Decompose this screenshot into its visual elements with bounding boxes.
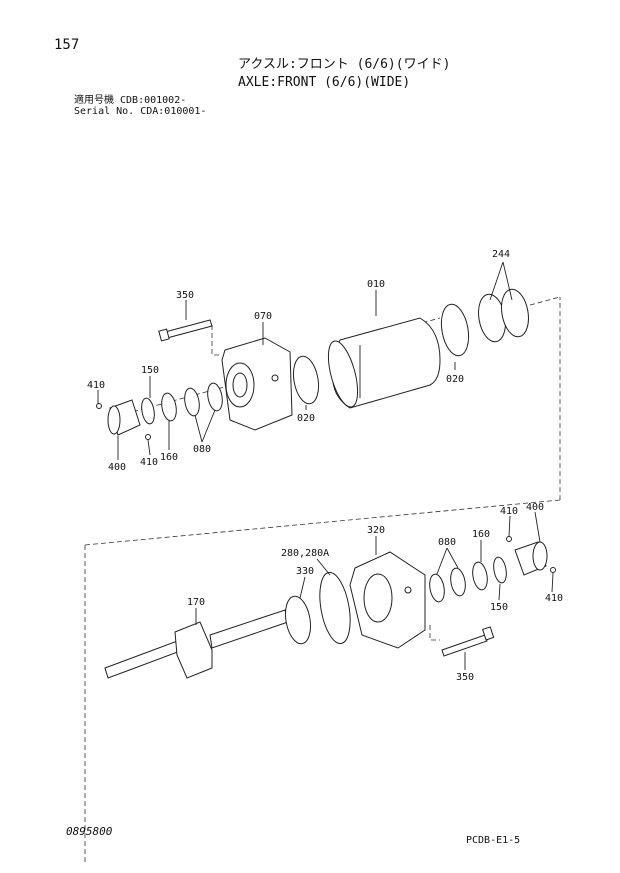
o-ring-280 xyxy=(319,571,351,645)
title-japanese: アクスル:フロント (6/6)(ワイド) xyxy=(238,57,451,72)
snap-ring-244-pair xyxy=(478,288,529,343)
label-020-right: 020 xyxy=(446,374,464,385)
grease-fitting-410-lower-b xyxy=(550,567,556,573)
label-410-top-bottom: 410 xyxy=(140,457,158,468)
applicable-serial-en: Serial No. CDA:010001- xyxy=(74,106,207,117)
bolt-dash-lower xyxy=(429,625,440,641)
label-350-top: 350 xyxy=(176,290,194,301)
label-280-280A: 280,280A xyxy=(281,548,329,559)
label-020-mid: 020 xyxy=(297,413,315,424)
page-number: 157 xyxy=(54,37,80,53)
seal-080-upper-a xyxy=(207,382,223,412)
label-080-top: 080 xyxy=(193,444,211,455)
housing-320 xyxy=(349,551,426,649)
bolt-dash-upper xyxy=(211,325,222,356)
label-320: 320 xyxy=(367,525,385,536)
label-070: 070 xyxy=(254,311,272,322)
label-410-bottom-right: 410 xyxy=(545,593,563,604)
grease-fitting-410-lower-a xyxy=(506,536,512,542)
label-170: 170 xyxy=(187,597,205,608)
grease-fitting-410-upper-a xyxy=(96,403,102,409)
title-english: AXLE:FRONT (6/6)(WIDE) xyxy=(238,75,411,90)
label-160-top: 160 xyxy=(160,452,178,463)
label-410-bottom-top: 410 xyxy=(500,506,518,517)
grease-fitting-410-upper-b xyxy=(145,434,151,440)
housing-070 xyxy=(221,337,293,431)
seal-080-upper-b xyxy=(184,387,200,417)
o-ring-020-right xyxy=(440,303,470,357)
label-160-bottom: 160 xyxy=(472,529,490,540)
label-400-bottom: 400 xyxy=(526,502,544,513)
shaft-170 xyxy=(104,609,289,679)
label-150-top: 150 xyxy=(141,365,159,376)
label-350-bottom: 350 xyxy=(456,672,474,683)
label-150-bottom: 150 xyxy=(490,602,508,613)
bushing-400-upper xyxy=(107,399,141,436)
label-010: 010 xyxy=(367,279,385,290)
label-244: 244 xyxy=(492,249,510,260)
cylinder-tube-010 xyxy=(327,317,441,409)
seal-150-upper xyxy=(141,397,155,425)
seal-080-lower-b xyxy=(450,567,466,597)
page-code: PCDB-E1-5 xyxy=(466,835,521,846)
bolt-350-bottom xyxy=(441,626,495,657)
label-400-top: 400 xyxy=(108,462,126,473)
o-ring-020-mid xyxy=(292,355,320,405)
assembly-dashed-frame xyxy=(84,297,561,865)
leader-lines xyxy=(97,261,554,670)
seal-150-lower xyxy=(493,556,507,584)
seal-160-lower xyxy=(472,561,488,591)
seal-080-lower-a xyxy=(429,573,445,603)
bushing-400-lower xyxy=(514,541,548,576)
o-ring-330 xyxy=(284,595,312,645)
label-330: 330 xyxy=(296,566,314,577)
applicable-serial-jp: 適用号機 CDB:001002- xyxy=(74,95,187,106)
bolt-350-top xyxy=(158,319,213,342)
seal-160-upper xyxy=(161,392,177,422)
label-410-top-left: 410 xyxy=(87,380,105,391)
drawing-number: 0895800 xyxy=(66,825,113,838)
label-080-bottom: 080 xyxy=(438,537,456,548)
